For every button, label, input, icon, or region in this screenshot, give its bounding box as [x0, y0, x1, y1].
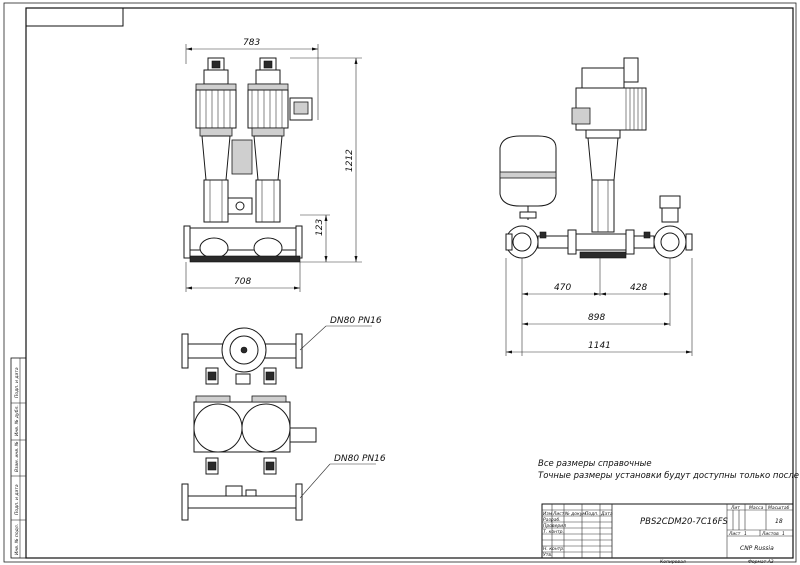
side-stamp-s1: Инв. № подл.	[14, 524, 20, 555]
tb-row-razrab: Разраб.	[543, 517, 561, 523]
plan-view: DN80 PN16 DN80 PN16	[181, 316, 386, 521]
tb-scale: 18	[775, 518, 783, 525]
side-stamp-s3: Взам. инв. №	[14, 441, 20, 472]
tb-row-nkontr: Н. контр.	[543, 546, 565, 552]
note-line-2: Точные размеры установки будут доступны …	[538, 471, 800, 481]
tb-sheets-num: 1	[782, 531, 785, 537]
side-stamp: Подп. и дата Инв. № дубл. Взам. инв. № П…	[10, 357, 27, 559]
side-stamp-s2: Подп. и дата	[14, 484, 20, 515]
tb-row-prov: Проверил	[543, 523, 566, 529]
tb-row-tkontr: Т. контр.	[543, 529, 564, 535]
tb-col-doc: № докум.	[564, 511, 587, 517]
dim-898: 898	[588, 313, 605, 323]
tb-header-lit: Лит	[730, 505, 740, 511]
tb-sheet: Лист	[728, 531, 741, 537]
front-pump-right	[247, 57, 313, 223]
side-view: 470 428 898 1141	[499, 57, 693, 356]
dim-470: 470	[554, 283, 571, 293]
tb-col-date: Дата	[600, 511, 613, 517]
outer-border	[3, 2, 797, 563]
dim-708: 708	[234, 277, 251, 287]
side-stamp-s5: Подп. и дата	[14, 367, 20, 398]
tb-format: Формат A3	[748, 559, 774, 565]
dim-1141: 1141	[588, 341, 611, 351]
tb-designation: PBS2CDM20-7C16FS	[640, 517, 729, 527]
inner-frame	[25, 7, 794, 559]
tb-col-list: Лист	[552, 511, 565, 517]
label-dn-top: DN80 PN16	[330, 316, 382, 326]
tb-sheet-num: 1	[744, 531, 747, 537]
dim-1212: 1212	[345, 149, 355, 172]
tb-copied: Копировал	[660, 559, 686, 565]
note-line-1: Все размеры справочные	[538, 459, 652, 469]
front-pump-left	[195, 57, 237, 223]
label-dn-bottom: DN80 PN16	[334, 454, 386, 464]
tb-header-mass: Масса	[749, 505, 764, 511]
dim-123: 123	[315, 219, 325, 236]
corner-box	[25, 7, 124, 27]
expansion-tank	[499, 135, 557, 220]
tb-col-izm: Изм	[543, 511, 553, 517]
tb-company: CNP Russia	[740, 545, 774, 552]
tb-row-utv: Утв.	[543, 552, 552, 558]
dim-783: 783	[243, 38, 260, 48]
title-block: Изм Лист № докум. Подп. Дата Разраб. Про…	[541, 503, 794, 559]
front-view: 783 1212 123 708	[183, 38, 362, 292]
tb-sheets: Листов	[761, 531, 779, 537]
dim-428: 428	[630, 283, 647, 293]
tb-header-scale: Масштаб	[768, 505, 790, 511]
tb-col-sign: Подп.	[585, 511, 599, 517]
side-stamp-s4: Инв. № дубл.	[14, 405, 20, 436]
